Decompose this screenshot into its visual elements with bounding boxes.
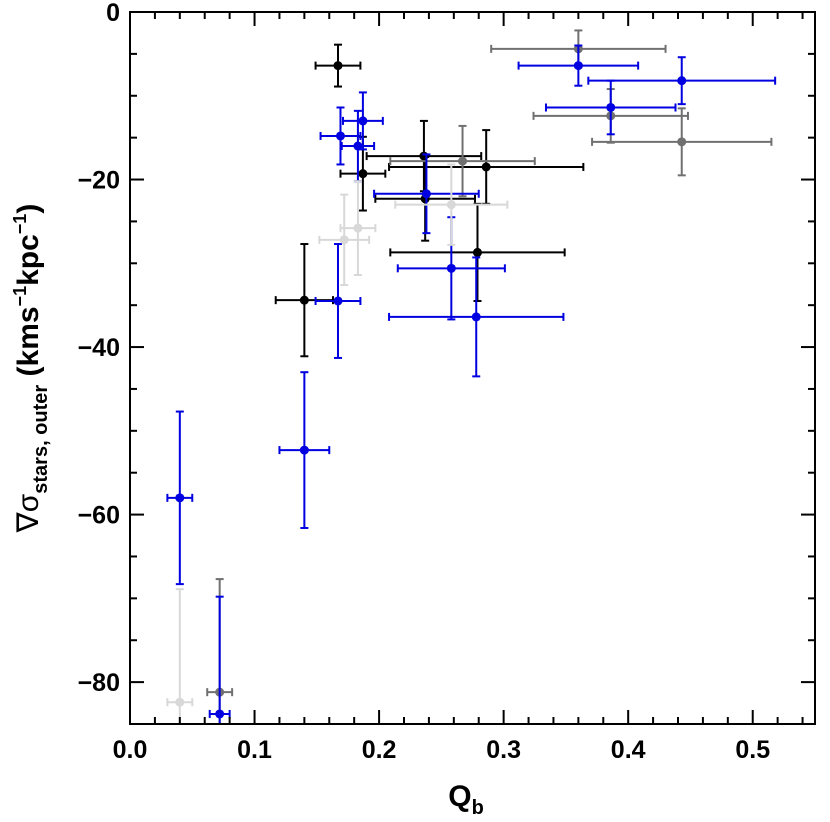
- data-point: [208, 595, 231, 724]
- marker: [677, 76, 687, 86]
- axis-ticks: [129, 11, 815, 725]
- marker: [339, 235, 349, 245]
- series-3: [166, 163, 509, 724]
- x-tick-label: 0.0: [113, 736, 148, 764]
- y-tick-label: −60: [78, 502, 120, 530]
- data-point: [388, 256, 565, 378]
- marker: [299, 445, 309, 455]
- marker: [472, 247, 482, 257]
- data-point: [373, 153, 480, 235]
- marker: [471, 312, 481, 322]
- marker: [353, 223, 363, 233]
- data-point: [388, 129, 585, 205]
- data-point: [394, 163, 509, 246]
- y-tick-label: −40: [78, 334, 120, 362]
- data-point: [166, 410, 194, 586]
- marker: [421, 189, 431, 199]
- data-point: [319, 106, 362, 166]
- series-0: [274, 43, 585, 358]
- x-tick-label: 0.1: [237, 736, 272, 764]
- data-point: [517, 44, 640, 87]
- plot-frame: [129, 11, 816, 725]
- y-tick-label: −20: [78, 167, 120, 195]
- marker: [358, 169, 368, 179]
- series-1: [206, 29, 773, 724]
- x-tick-label: 0.4: [611, 736, 646, 764]
- marker: [446, 263, 456, 273]
- marker: [299, 295, 309, 305]
- x-tick-label: 0.2: [362, 736, 397, 764]
- data-point: [314, 243, 362, 359]
- data-point: [374, 155, 476, 242]
- data-point: [587, 56, 777, 106]
- x-tick-labels: 0.0 0.1 0.2 0.3 0.4 0.5: [113, 736, 771, 764]
- marker: [606, 102, 616, 112]
- marker: [353, 141, 363, 151]
- data-point: [340, 109, 376, 183]
- x-axis-label: Qb: [448, 780, 484, 819]
- y-tick-labels: 0 −20 −40 −60 −80: [78, 0, 120, 697]
- data-point: [314, 43, 362, 88]
- data-point: [341, 91, 384, 151]
- data-point: [318, 193, 371, 287]
- marker: [458, 156, 468, 166]
- marker: [335, 131, 345, 141]
- x-tick-label: 0.5: [735, 736, 770, 764]
- marker: [573, 61, 583, 71]
- marker: [333, 296, 343, 306]
- marker: [175, 697, 185, 707]
- marker: [677, 137, 687, 147]
- x-tick-label: 0.3: [486, 736, 521, 764]
- marker: [175, 493, 185, 503]
- data-point: [389, 202, 566, 302]
- data-point: [544, 79, 677, 136]
- data-point: [339, 180, 377, 277]
- data-marks: [166, 29, 777, 724]
- marker: [333, 61, 343, 71]
- data-point: [166, 588, 194, 724]
- marker: [358, 116, 368, 126]
- data-point: [389, 124, 536, 198]
- y-tick-label: 0: [106, 0, 120, 27]
- data-point: [278, 371, 331, 529]
- marker: [215, 709, 225, 719]
- y-tick-label: −80: [78, 669, 120, 697]
- y-axis-label: ∇σstars, outer (kms−1kpc−1): [10, 204, 52, 534]
- data-point: [591, 107, 773, 177]
- marker: [481, 162, 491, 172]
- marker: [446, 200, 456, 210]
- series-2: [166, 44, 777, 724]
